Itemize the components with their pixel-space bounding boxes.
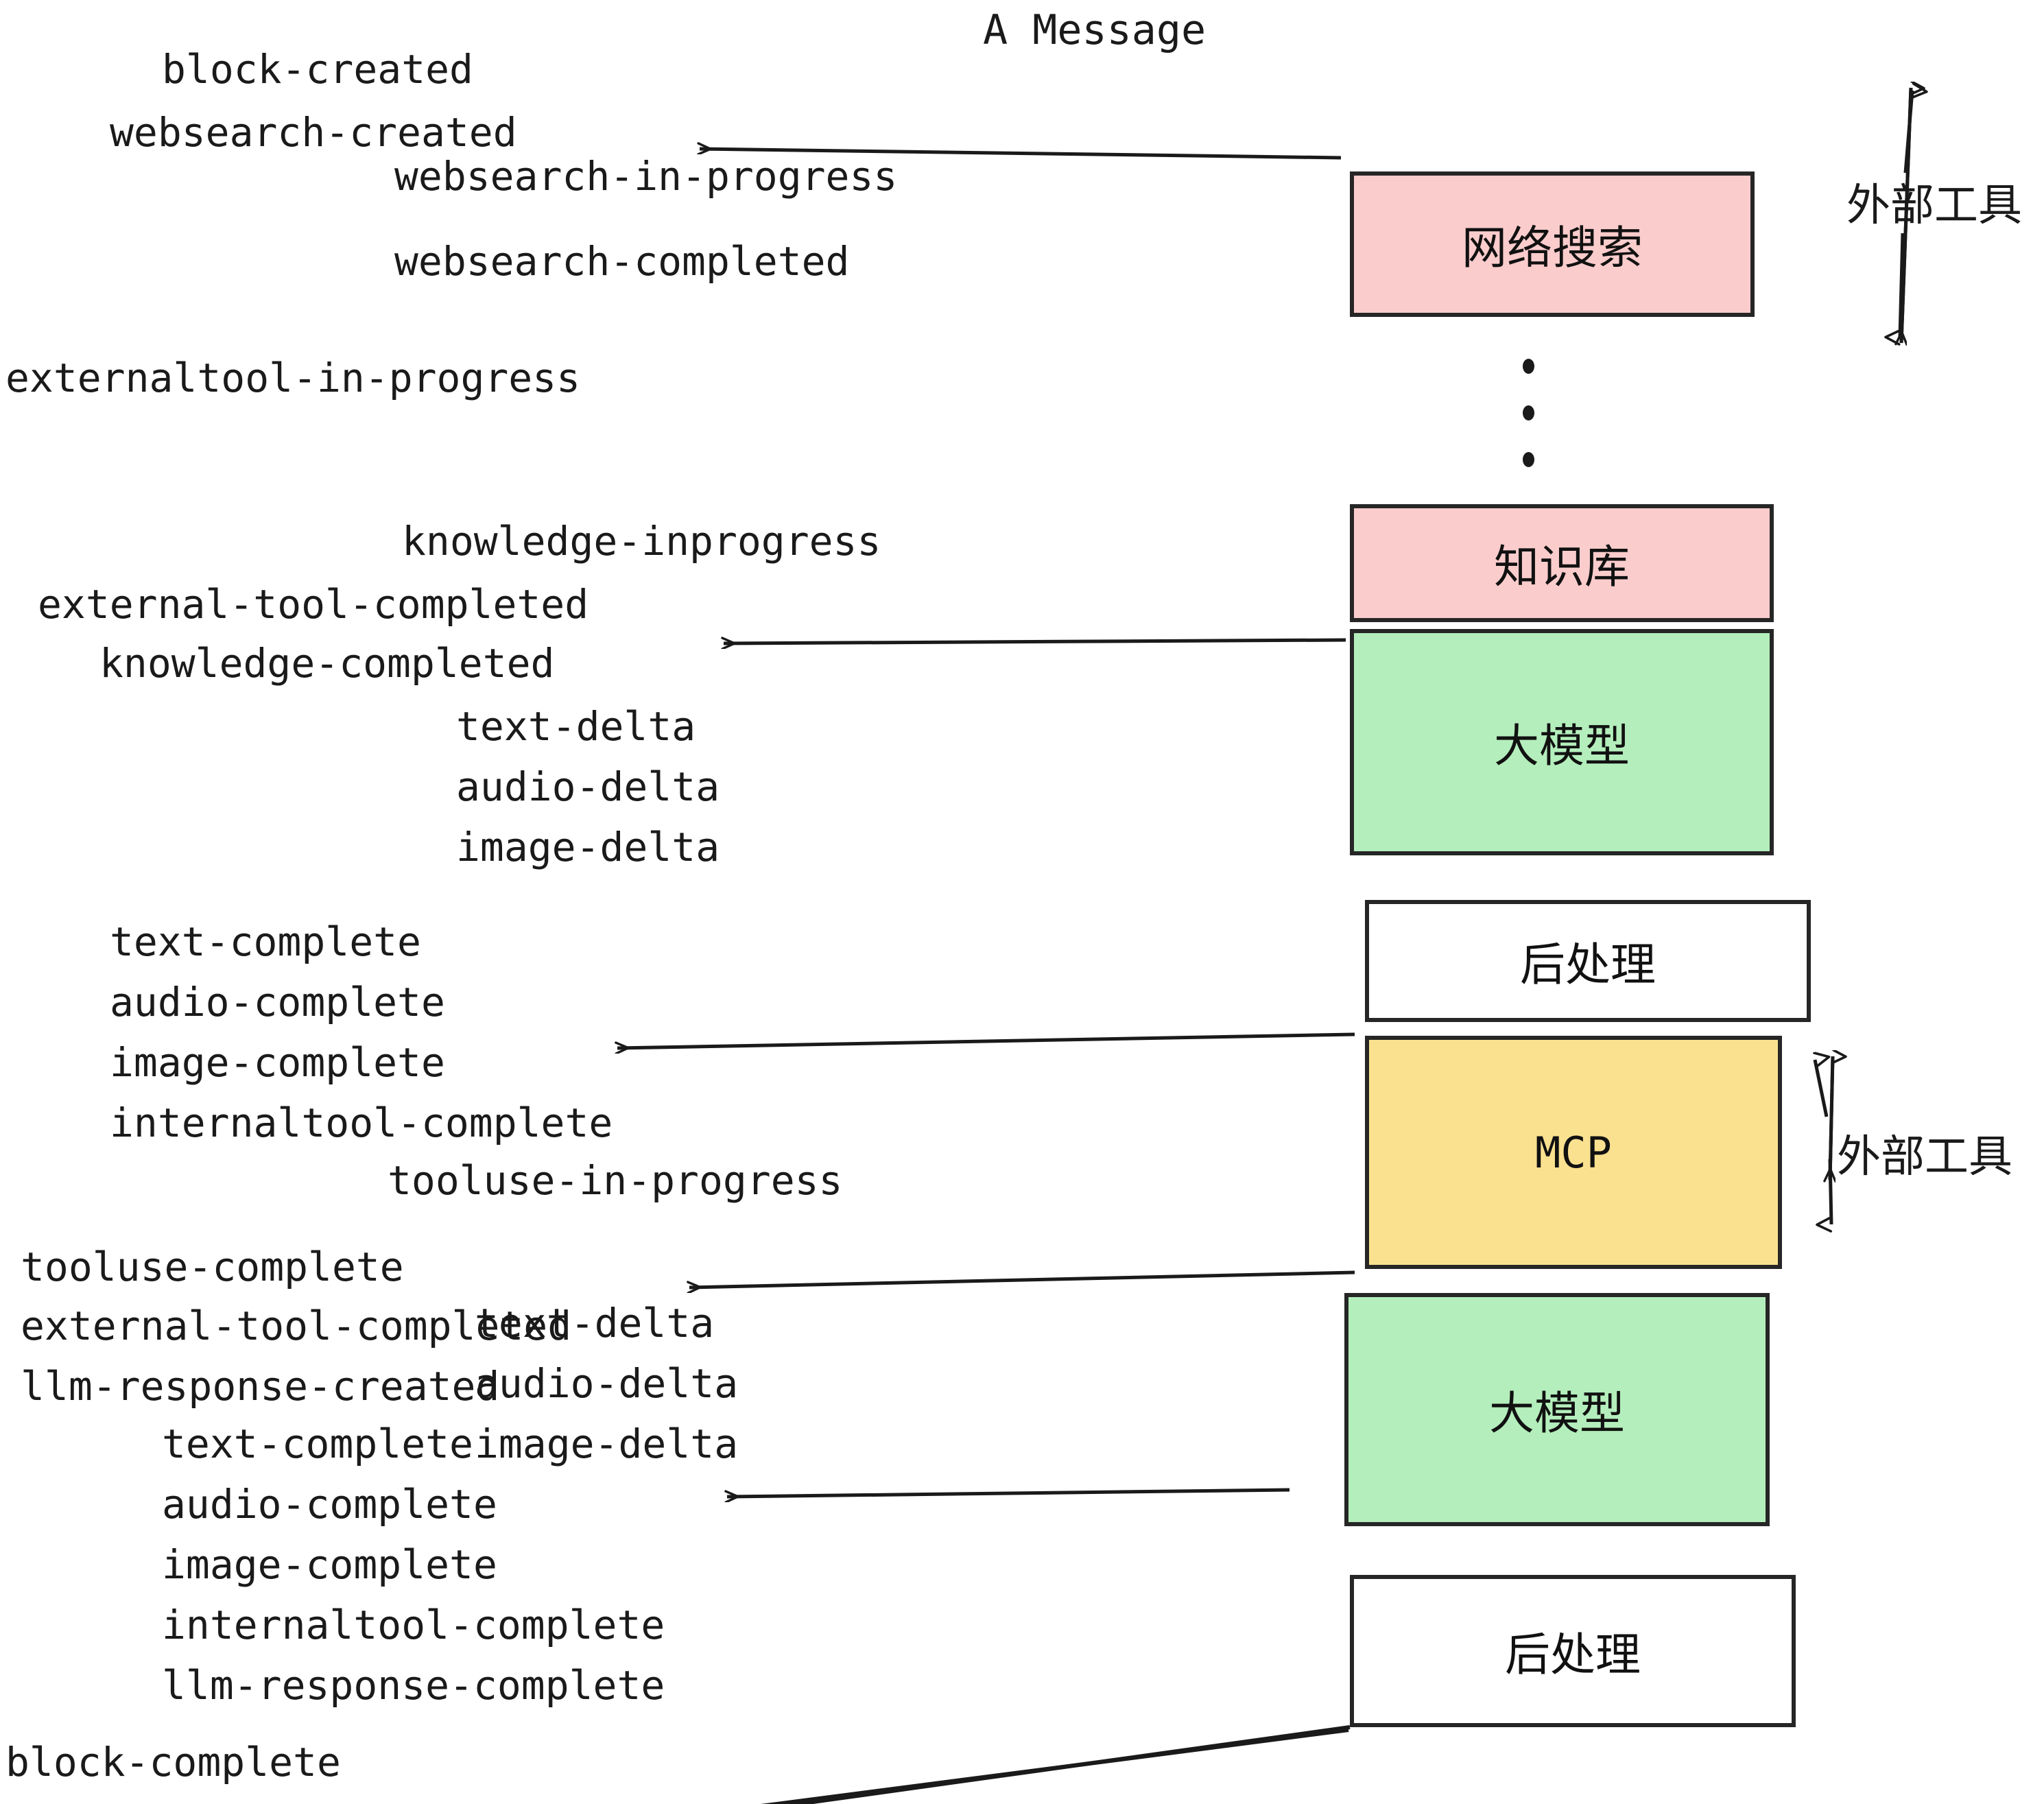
external-tools-arrow-bottom: [1830, 1056, 1833, 1180]
event-label-audio-delta-2: audio-delta: [475, 1360, 739, 1407]
arrow-tooluse-complete: [689, 1270, 1355, 1287]
event-label-block-complete: block-complete: [5, 1739, 341, 1785]
event-label-block-created: block-created: [162, 46, 473, 93]
node-postprocess-2-label: 后处理: [1505, 1628, 1641, 1681]
event-label-llm-response-complete: llm-response-complete: [162, 1662, 665, 1709]
event-label-external-tool-completed-2: external-tool-completed: [21, 1303, 572, 1349]
group-label-external-tools-bottom: 外部工具: [1837, 1132, 2012, 1183]
arrow-block-complete-line: [760, 1728, 1349, 1804]
node-mcp-label: MCP: [1535, 1127, 1612, 1178]
node-websearch[interactable]: 网络搜索: [1350, 171, 1755, 317]
event-label-audio-complete-2: audio-complete: [162, 1481, 497, 1528]
event-label-text-complete-1: text-complete: [110, 918, 421, 965]
event-label-websearch-created: websearch-created: [110, 109, 517, 156]
arrow-image-complete: [617, 1032, 1355, 1048]
event-label-text-delta-2: text-delta: [475, 1300, 715, 1346]
event-label-image-complete-1: image-complete: [110, 1039, 445, 1086]
event-label-internaltool-complete-2: internaltool-complete: [162, 1602, 665, 1648]
node-llm-1[interactable]: 大模型: [1350, 629, 1774, 855]
event-label-knowledge-completed: knowledge-completed: [99, 640, 555, 687]
event-label-text-complete-2: text-complete: [162, 1421, 473, 1467]
event-label-tooluse-in-progress: tooluse-in-progress: [388, 1157, 843, 1204]
node-llm-2-label: 大模型: [1489, 1387, 1625, 1440]
external-tools-bracket-bottom: [1815, 1060, 1833, 1224]
node-llm-1-label: 大模型: [1494, 720, 1630, 772]
event-label-externaltool-in-progress: externaltool-in-progress: [5, 355, 581, 401]
event-label-audio-complete-1: audio-complete: [110, 979, 445, 1025]
event-label-knowledge-inprogress: knowledge-inprogress: [402, 518, 881, 565]
arrow-knowledge-completed: [724, 640, 1346, 643]
event-label-external-tool-completed-1: external-tool-completed: [38, 581, 589, 628]
event-label-internaltool-complete-1: internaltool-complete: [110, 1100, 613, 1146]
node-knowledge[interactable]: 知识库: [1350, 504, 1774, 622]
event-label-text-delta-1: text-delta: [456, 703, 696, 750]
event-label-websearch-completed: websearch-completed: [394, 238, 850, 285]
node-llm-2[interactable]: 大模型: [1344, 1293, 1770, 1526]
event-label-websearch-in-progress: websearch-in-progress: [394, 153, 898, 200]
event-label-image-delta-2: image-delta: [475, 1421, 739, 1467]
event-label-tooluse-complete: tooluse-complete: [21, 1244, 404, 1290]
arrow-audio-complete: [727, 1488, 1290, 1497]
node-postprocess-1-label: 后处理: [1520, 938, 1656, 991]
event-label-audio-delta-1: audio-delta: [456, 763, 720, 810]
event-label-image-complete-2: image-complete: [162, 1541, 497, 1588]
event-label-image-delta-1: image-delta: [456, 824, 720, 870]
node-postprocess-2[interactable]: 后处理: [1350, 1575, 1796, 1727]
event-label-llm-response-created: llm-response-created: [21, 1363, 500, 1410]
arrow-block-complete-visible: [425, 1729, 1353, 1804]
node-knowledge-label: 知识库: [1494, 541, 1630, 593]
node-postprocess-1[interactable]: 后处理: [1365, 900, 1811, 1022]
node-websearch-label: 网络搜索: [1462, 222, 1643, 274]
group-label-external-tools-top: 外部工具: [1846, 180, 2022, 231]
vertical-ellipsis-icon: [1523, 343, 1534, 483]
page-title: A Message: [983, 6, 1207, 54]
node-mcp[interactable]: MCP: [1365, 1036, 1782, 1269]
arrow-block-complete: [783, 1725, 1351, 1804]
